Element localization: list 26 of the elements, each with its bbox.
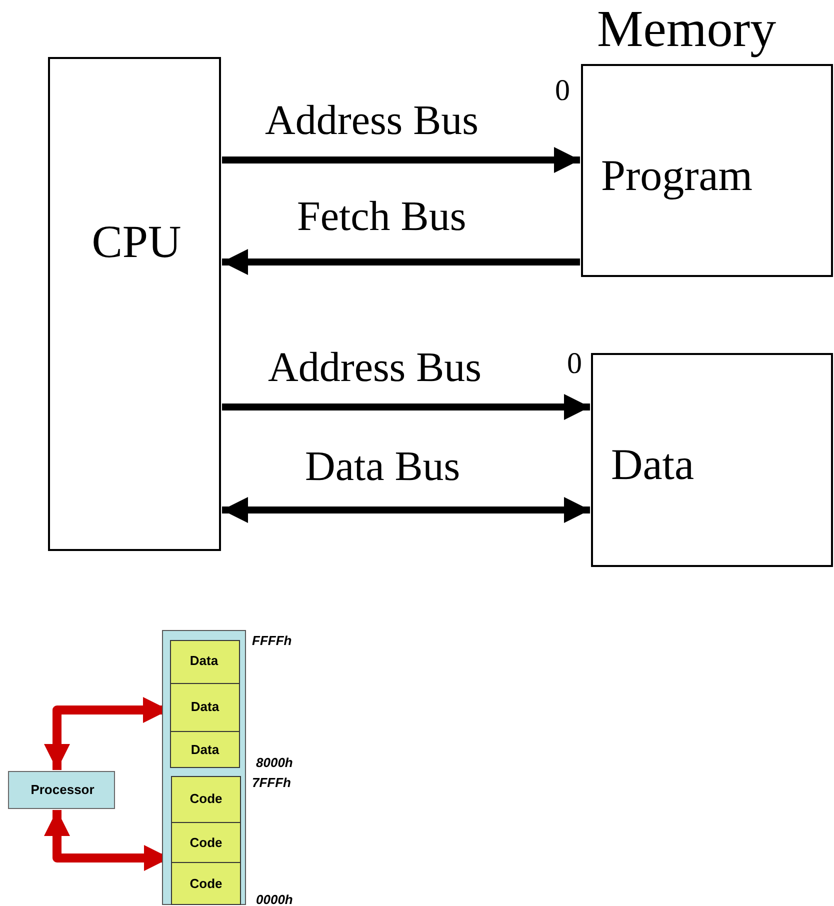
cell-label: Data <box>190 743 220 756</box>
edge-label: Address Bus <box>265 100 479 142</box>
code-segment <box>171 776 241 905</box>
memory-heading: Memory <box>597 4 776 56</box>
cell-label: Code <box>188 877 224 890</box>
node-label: Processor <box>30 783 96 796</box>
cell-label: Data <box>188 654 220 667</box>
address-label: 0000h <box>256 893 293 906</box>
address-label: 0 <box>567 349 582 379</box>
cell-label: Code <box>188 836 224 849</box>
address-label: 7FFFh <box>252 776 291 789</box>
processor-box <box>8 771 115 809</box>
data-segment <box>170 640 240 768</box>
node-label: Program <box>601 154 753 198</box>
node-label: CPU <box>90 219 182 265</box>
address-label: 8000h <box>256 756 293 769</box>
address-label: FFFFh <box>252 634 292 647</box>
cpu-box <box>48 57 221 551</box>
edge-label: Address Bus <box>268 347 482 389</box>
memory-column <box>162 630 246 905</box>
edge-label: Data Bus <box>305 446 460 488</box>
address-label: 0 <box>555 76 570 106</box>
cell-label: Code <box>188 792 224 805</box>
node-label: Data <box>611 443 694 487</box>
cell-label: Data <box>190 700 220 713</box>
edge-label: Fetch Bus <box>297 196 466 238</box>
